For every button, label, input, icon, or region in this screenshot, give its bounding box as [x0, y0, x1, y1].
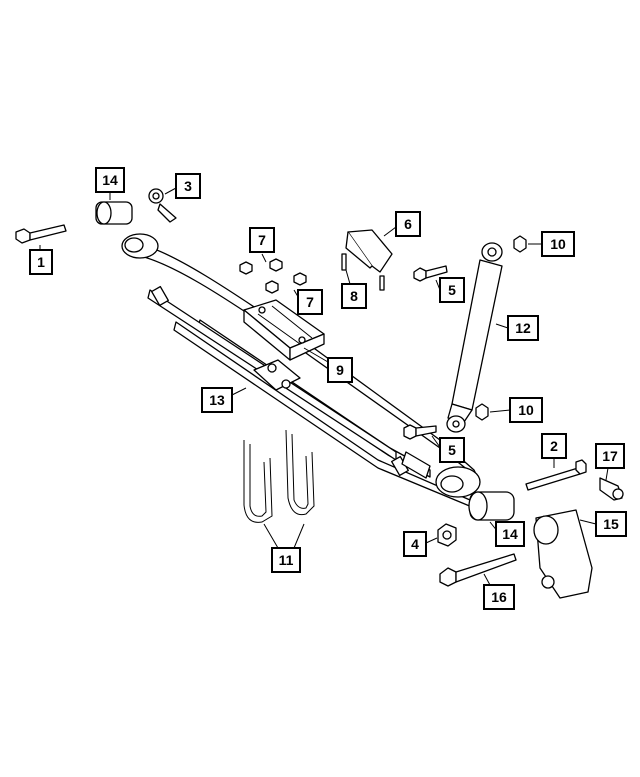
svg-text:9: 9	[336, 362, 344, 378]
callout-7-lower: 7	[297, 289, 323, 315]
svg-text:1: 1	[37, 254, 45, 270]
callout-8: 8	[341, 283, 367, 309]
svg-text:13: 13	[209, 392, 225, 408]
svg-text:17: 17	[602, 448, 618, 464]
callout-7-upper: 7	[249, 227, 275, 253]
spring-plate	[243, 299, 325, 361]
callout-13: 13	[201, 387, 233, 413]
callout-10-upper: 10	[541, 231, 575, 257]
svg-text:7: 7	[306, 294, 314, 310]
svg-text:5: 5	[448, 442, 456, 458]
callout-16: 16	[483, 584, 515, 610]
svg-text:8: 8	[350, 288, 358, 304]
svg-text:5: 5	[448, 282, 456, 298]
callout-17: 17	[595, 443, 625, 469]
callout-14-upper: 14	[95, 167, 125, 193]
svg-text:2: 2	[550, 438, 558, 454]
svg-text:11: 11	[279, 552, 294, 568]
leaf-spring-assembly	[121, 233, 481, 508]
u-bolts	[243, 429, 315, 523]
svg-text:14: 14	[502, 526, 518, 542]
callout-9: 9	[327, 357, 353, 383]
svg-text:3: 3	[184, 178, 192, 194]
svg-text:14: 14	[102, 172, 118, 188]
callout-5-upper: 5	[439, 277, 465, 303]
callout-1: 1	[29, 249, 53, 275]
callout-2: 2	[541, 433, 567, 459]
svg-text:15: 15	[603, 516, 619, 532]
svg-text:16: 16	[491, 589, 507, 605]
svg-text:7: 7	[258, 232, 266, 248]
callout-11: 11	[271, 547, 301, 573]
svg-text:10: 10	[550, 236, 566, 252]
callout-10-lower: 10	[509, 397, 543, 423]
hardware	[15, 188, 624, 599]
callout-15: 15	[595, 511, 627, 537]
callout-5-lower: 5	[439, 437, 465, 463]
svg-text:10: 10	[518, 402, 534, 418]
callout-12: 12	[507, 315, 539, 341]
callout-3: 3	[175, 173, 201, 199]
callout-4: 4	[403, 531, 427, 557]
callout-6: 6	[395, 211, 421, 237]
svg-text:4: 4	[411, 536, 419, 552]
svg-text:12: 12	[515, 320, 531, 336]
svg-text:6: 6	[404, 216, 412, 232]
callout-14-lower: 14	[495, 521, 525, 547]
